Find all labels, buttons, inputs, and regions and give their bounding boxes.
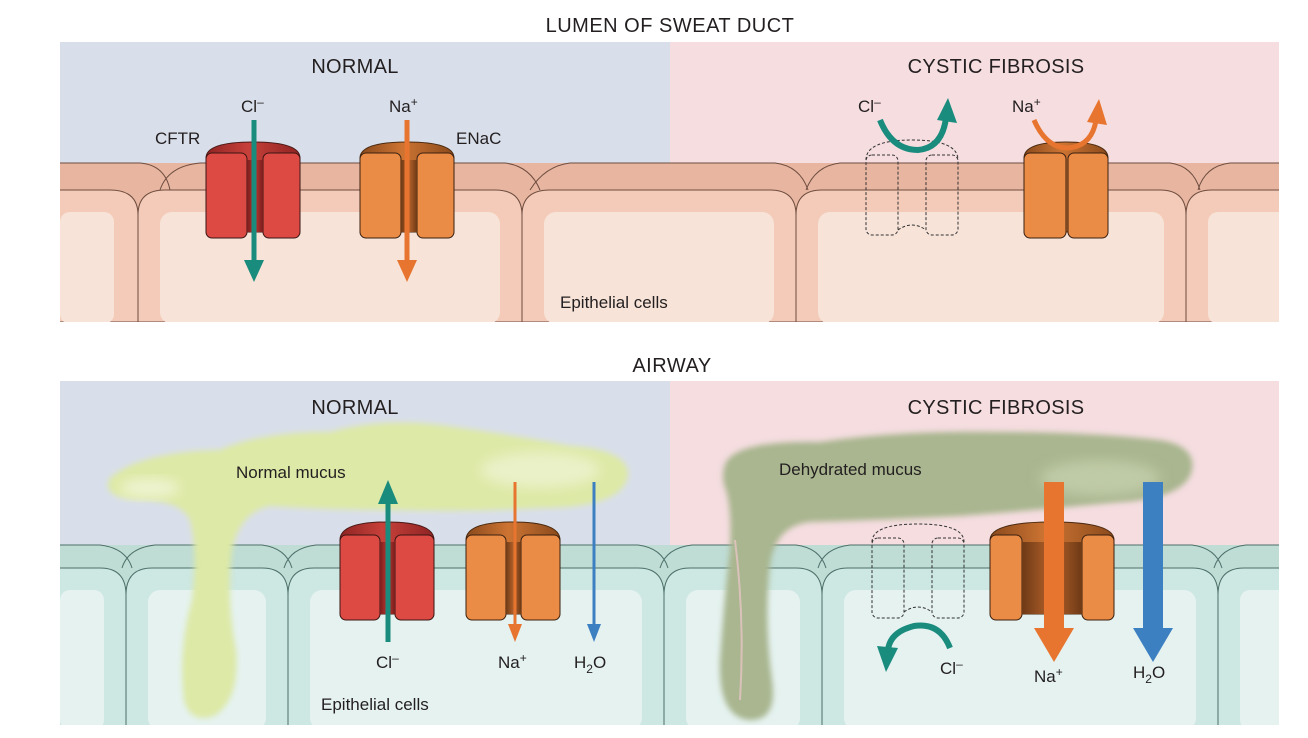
airway-cf-sodium-big-arrow	[1034, 482, 1074, 662]
airway-cf-h2o-label: H2O	[1133, 663, 1165, 686]
normal-mucus	[108, 422, 629, 718]
dehydrated-mucus-label: Dehydrated mucus	[779, 460, 922, 479]
airway-cf-water-big-arrow	[1133, 482, 1173, 662]
airway-panel: AIRWAY NORMAL CYSTIC FIBROSIS Normal muc…	[60, 355, 1279, 725]
sweat-duct-panel: LUMEN OF SWEAT DUCT NORMAL CYSTIC FIBROS…	[60, 15, 1279, 322]
airway-water-down-arrow	[587, 482, 601, 642]
airway-missing-cftr-outline	[871, 523, 965, 619]
sweat-na-label: Na+	[389, 95, 418, 116]
sweat-normal-label: NORMAL	[311, 56, 398, 78]
airway-h2o-label: H2O	[574, 653, 606, 676]
sweat-cf-lumen	[670, 42, 1279, 167]
normal-mucus-label: Normal mucus	[236, 463, 346, 482]
dehydrated-mucus	[719, 431, 1193, 721]
sweat-cf-na-label: Na+	[1012, 95, 1041, 116]
airway-sodium-down-arrow	[508, 482, 522, 642]
sweat-normal-lumen	[60, 42, 670, 167]
sweat-cl-label: Cl–	[241, 95, 264, 116]
airway-cf-na-label: Na+	[1034, 665, 1063, 686]
sweat-sodium-arrow	[397, 120, 417, 282]
sweat-cf-cl-label: Cl–	[858, 95, 881, 116]
enac-label: ENaC	[456, 129, 501, 148]
airway-cells-label: Epithelial cells	[321, 695, 429, 714]
sweat-missing-cftr-outline	[865, 139, 959, 236]
cftr-label: CFTR	[155, 129, 200, 148]
sweat-cf-label: CYSTIC FIBROSIS	[908, 56, 1085, 78]
airway-cf-cl-label: Cl–	[940, 657, 963, 678]
airway-na-label: Na+	[498, 651, 527, 672]
airway-title: AIRWAY	[632, 355, 711, 377]
airway-chloride-up-arrow	[378, 480, 398, 642]
sweat-cells-label: Epithelial cells	[560, 293, 668, 312]
sweat-duct-title: LUMEN OF SWEAT DUCT	[546, 15, 795, 37]
airway-enac-channel	[465, 521, 561, 621]
airway-cf-label: CYSTIC FIBROSIS	[908, 397, 1085, 419]
sweat-cf-enac-channel	[1023, 141, 1109, 239]
airway-normal-label: NORMAL	[311, 397, 398, 419]
sweat-cf-sodium-curve-arrow	[1031, 99, 1107, 151]
sweat-cf-chloride-curve-arrow	[877, 98, 957, 154]
airway-cl-label: Cl–	[376, 651, 399, 672]
sweat-chloride-arrow	[244, 120, 264, 282]
airway-cf-chloride-curve-arrow	[877, 622, 953, 672]
